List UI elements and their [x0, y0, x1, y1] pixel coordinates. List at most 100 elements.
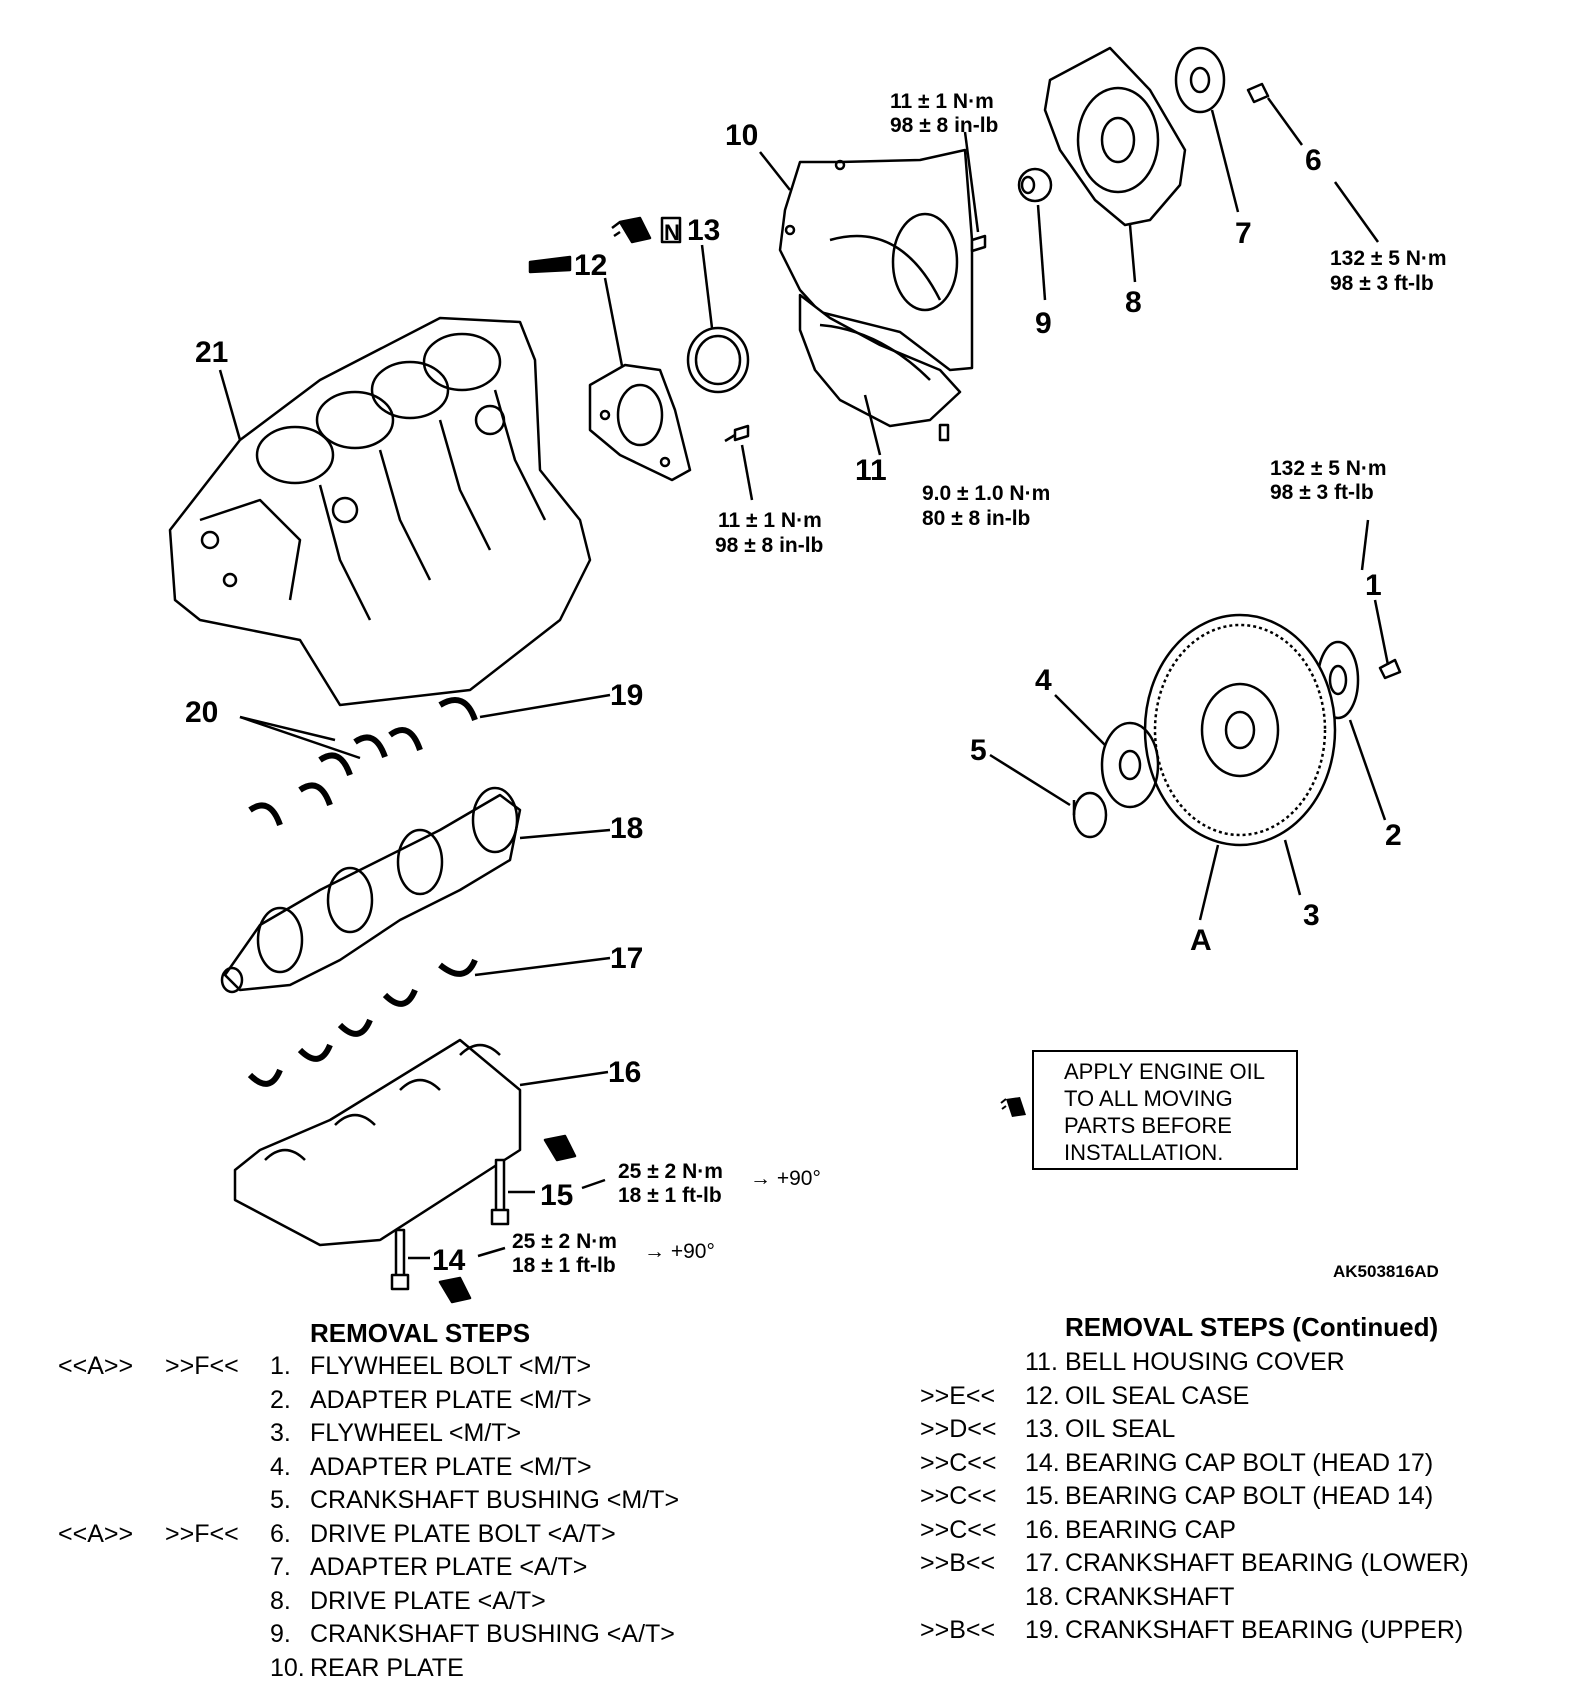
bell-housing-bolt: [938, 423, 950, 442]
flywheel: [1143, 613, 1337, 847]
bell-housing-cover: [798, 293, 962, 428]
step-number: 13.: [1025, 1415, 1060, 1443]
step-text: DRIVE PLATE BOLT <A/T>: [310, 1519, 616, 1548]
adapter-plate-at: [1174, 46, 1226, 114]
bearing-cap-bolt-15: [490, 1158, 510, 1226]
callout-8: 8: [1125, 286, 1142, 319]
new-part-icon: [660, 216, 682, 244]
torque-bolt14-nm: 25 ± 2 N·m: [512, 1230, 617, 1253]
lower-crankshaft-bearings: [247, 958, 478, 1087]
torque-rear-plate-inlb: 98 ± 8 in-lb: [890, 114, 998, 137]
step-number: 2.: [270, 1385, 291, 1414]
engine-oil-note-icon: [1000, 1097, 1026, 1117]
torque-bolt15-angle: → +90°: [750, 1167, 821, 1190]
removal-steps-continued-title: REMOVAL STEPS (Continued): [1065, 1312, 1439, 1342]
leader-21: [218, 369, 242, 441]
figure-code: AK503816AD: [1333, 1262, 1439, 1281]
torque-flywheel-ftlb: 98 ± 3 ft-lb: [1270, 481, 1374, 504]
callout-13: 13: [687, 214, 720, 247]
callout-11: 11: [855, 454, 887, 487]
callout-5: 5: [970, 734, 987, 767]
callout-2: 2: [1385, 819, 1402, 852]
torque-flywheel-nm: 132 ± 5 N·m: [1270, 457, 1387, 480]
step-text: CRANKSHAFT BUSHING <A/T>: [310, 1620, 675, 1648]
callout-1: 1: [1365, 569, 1382, 602]
step-marker-install: >>C<<: [920, 1448, 997, 1477]
step-number: 16.: [1025, 1515, 1060, 1544]
step-text: FLYWHEEL <M/T>: [310, 1419, 522, 1447]
engine-oil-note: APPLY ENGINE OIL TO ALL MOVING PARTS BEF…: [1032, 1050, 1298, 1170]
callout-18: 18: [610, 812, 643, 845]
oil-seal-case: [588, 363, 692, 482]
torque-bolt14-ftlb: 18 ± 1 ft-lb: [512, 1254, 616, 1277]
step-number: 4.: [270, 1452, 291, 1481]
step-number: 19.: [1025, 1616, 1060, 1644]
step-number: 8.: [270, 1586, 291, 1615]
step-text: BELL HOUSING COVER: [1065, 1348, 1345, 1376]
step-number: 11.: [1025, 1348, 1058, 1376]
step-marker-install: >>B<<: [920, 1549, 996, 1577]
oil-seal: [686, 326, 750, 394]
callout-15: 15: [540, 1179, 573, 1212]
callout-12: 12: [574, 249, 607, 282]
step-text: CRANKSHAFT BEARING (LOWER): [1065, 1549, 1469, 1577]
torque-drive-plate-nm: 132 ± 5 N·m: [1330, 247, 1447, 270]
torque-oil-seal-case-nm: 11 ± 1 N·m: [718, 509, 822, 532]
step-number: 10.: [270, 1653, 305, 1682]
callout-4: 4: [1035, 664, 1052, 697]
step-number: 9.: [270, 1620, 291, 1648]
torque-bolt14-angle: → +90°: [644, 1240, 715, 1263]
callout-labels: 1 2 3 4 5 6 7 8 9 10 11 12 13 14 15 16 1…: [185, 119, 1402, 1277]
step-marker-install: >>D<<: [920, 1415, 997, 1443]
step-number: 12.: [1025, 1381, 1060, 1410]
crankshaft-bushing-mt: [1072, 791, 1108, 839]
step-marker-install: >>E<<: [920, 1381, 996, 1410]
step-number: 7.: [270, 1553, 291, 1581]
removal-steps-title: REMOVAL STEPS: [310, 1318, 531, 1348]
step-marker-install: >>C<<: [920, 1482, 997, 1510]
callout-19: 19: [610, 679, 643, 712]
sealant-tube-icon: [528, 255, 572, 274]
step-text: OIL SEAL: [1065, 1415, 1176, 1443]
engine-oil-icon: [611, 216, 652, 244]
new-part-letter: N: [664, 220, 680, 245]
torque-bolt15-ftlb: 18 ± 1 ft-lb: [618, 1184, 722, 1207]
note-line-3: PARTS BEFORE: [1064, 1113, 1232, 1138]
step-text: CRANKSHAFT BUSHING <M/T>: [310, 1486, 680, 1514]
step-marker-install: >>F<<: [165, 1352, 239, 1380]
torque-bell-housing-nm: 9.0 ± 1.0 N·m: [922, 482, 1050, 505]
engine-oil-icon-14: [438, 1276, 472, 1304]
note-line-4: INSTALLATION.: [1064, 1140, 1224, 1165]
step-number: 17.: [1025, 1549, 1060, 1577]
callout-14: 14: [432, 1244, 466, 1277]
bearing-cap: [233, 1038, 522, 1247]
adapter-plate-mt-front: [1100, 721, 1160, 809]
step-text: REAR PLATE: [310, 1653, 464, 1682]
torque-bell-housing-inlb: 80 ± 8 in-lb: [922, 507, 1030, 530]
callout-9: 9: [1035, 307, 1052, 340]
step-text: BEARING CAP: [1065, 1515, 1236, 1544]
step-marker-service: <<A>>: [58, 1352, 134, 1380]
removal-steps-left: REMOVAL STEPS <<A>> >>F<< 1. FLYWHEEL BOLT …: [0, 1318, 760, 1698]
flywheel-bolt: [1378, 658, 1402, 680]
step-number: 15.: [1025, 1482, 1060, 1510]
callout-3: 3: [1303, 899, 1320, 932]
removal-steps-right: REMOVAL STEPS (Continued) 11.BELL HOUSIN…: [900, 1312, 1584, 1692]
crankshaft-bushing-at: [1017, 167, 1053, 203]
callout-a: A: [1190, 924, 1212, 957]
torque-oil-seal-case-inlb: 98 ± 8 in-lb: [715, 534, 823, 557]
step-marker-service: <<A>>: [58, 1519, 134, 1548]
step-marker-install: >>B<<: [920, 1616, 996, 1644]
torque-drive-plate-ftlb: 98 ± 3 ft-lb: [1330, 272, 1434, 295]
step-text: ADAPTER PLATE <M/T>: [310, 1452, 592, 1481]
callout-6: 6: [1305, 144, 1322, 177]
step-text: FLYWHEEL BOLT <M/T>: [310, 1352, 592, 1380]
callout-7: 7: [1235, 217, 1252, 250]
engine-oil-icon-15: [543, 1134, 577, 1162]
callout-10: 10: [725, 119, 758, 152]
callout-16: 16: [608, 1056, 641, 1089]
torque-specs: 11 ± 1 N·m 98 ± 8 in-lb 132 ± 5 N·m 98 ±…: [512, 90, 1447, 1277]
step-number: 5.: [270, 1486, 291, 1514]
step-number: 1.: [270, 1352, 291, 1380]
step-text: BEARING CAP BOLT (HEAD 14): [1065, 1482, 1434, 1510]
